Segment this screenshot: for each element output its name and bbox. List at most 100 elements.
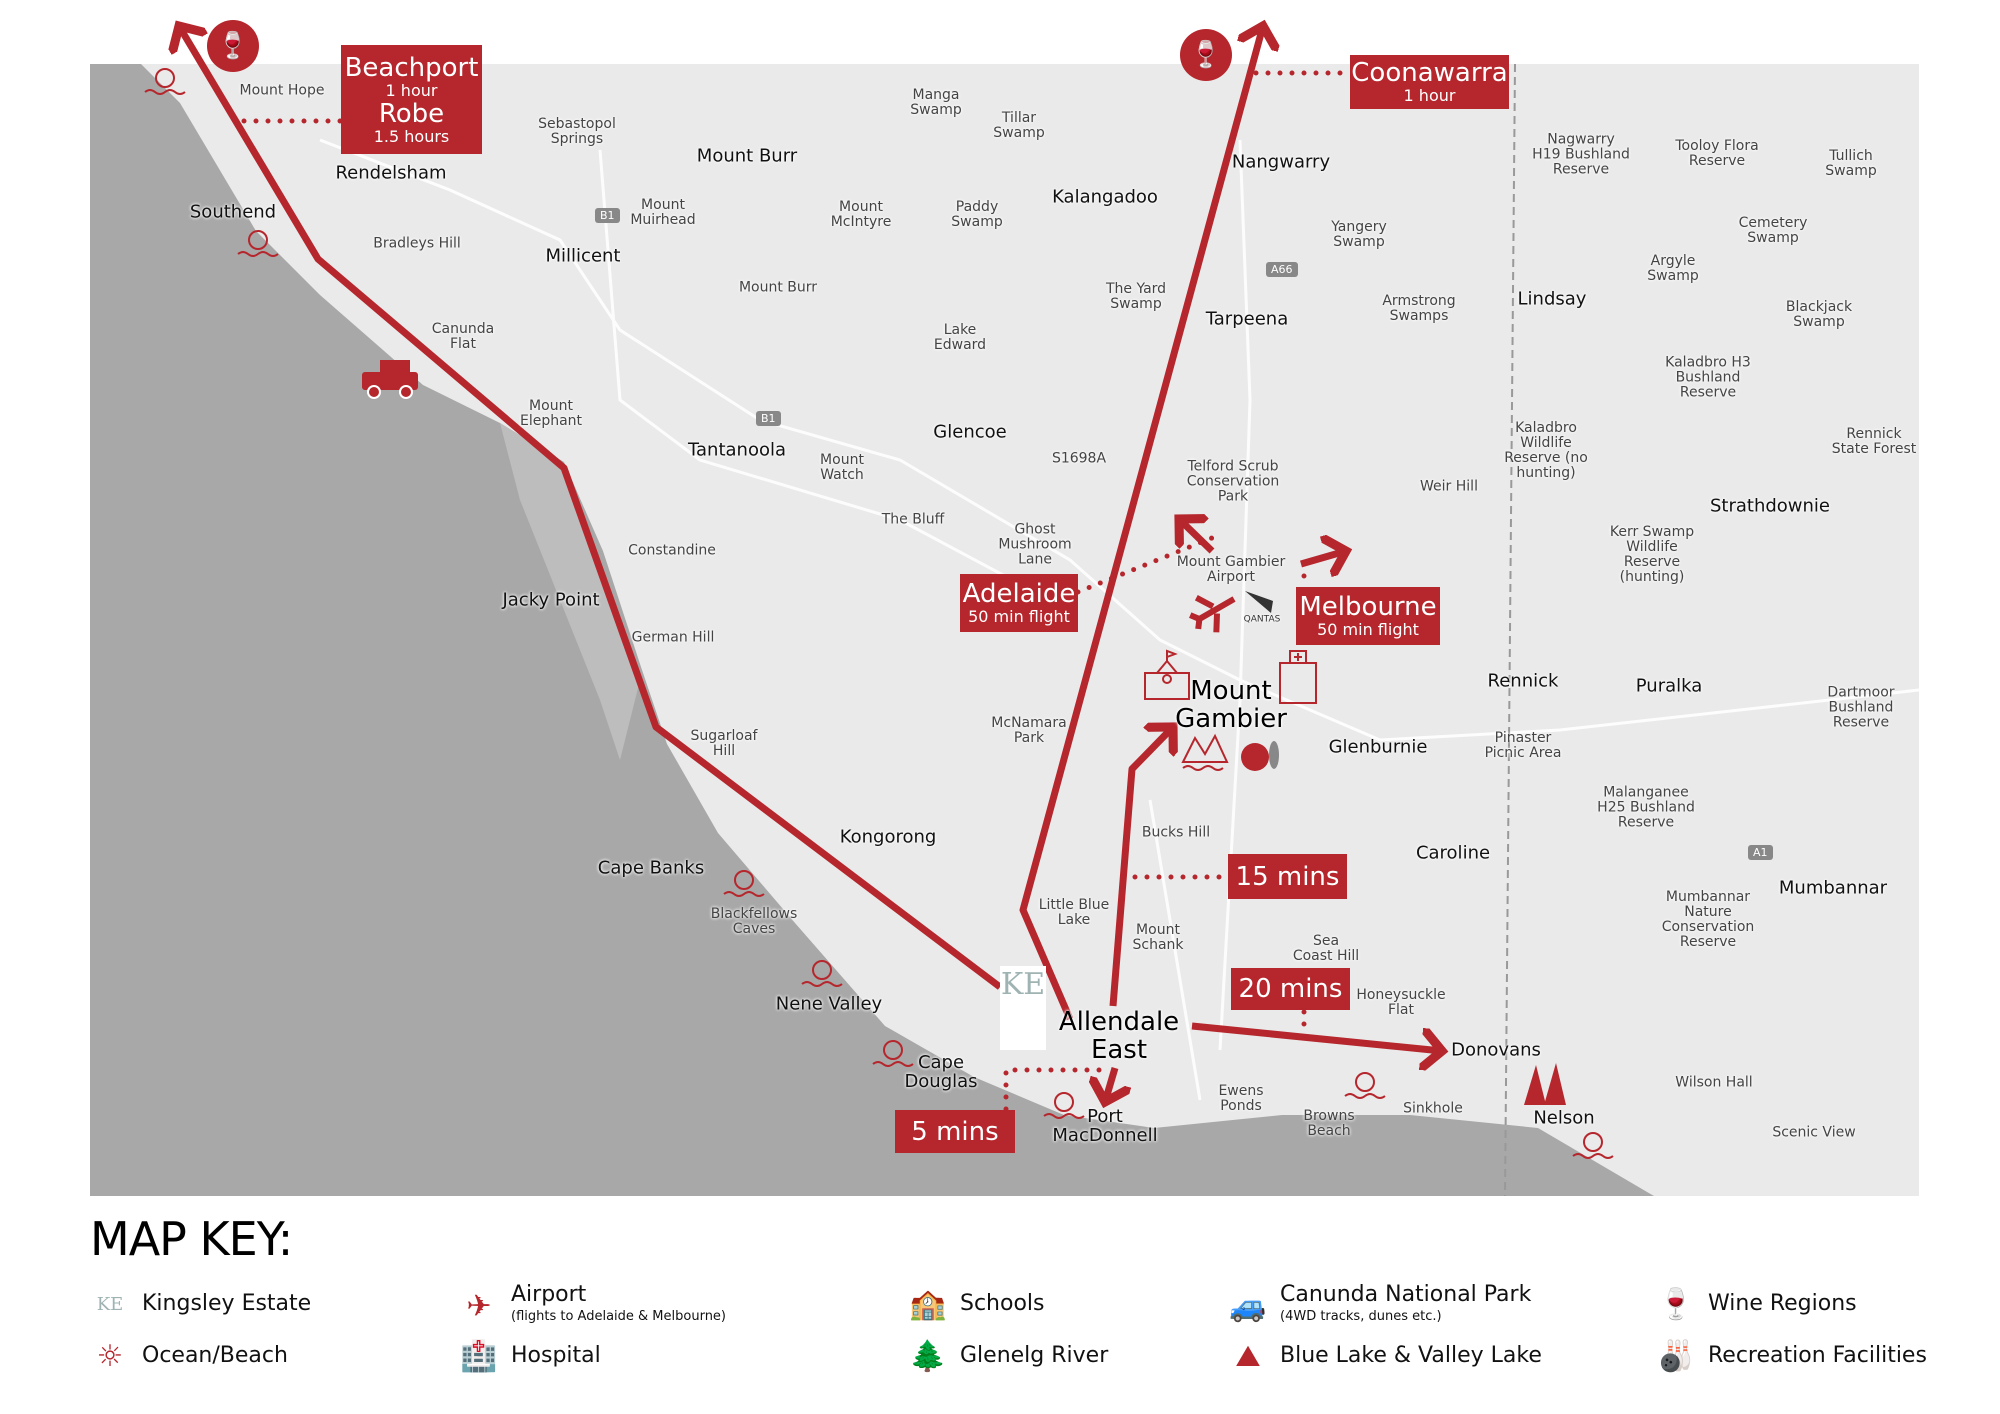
kingsley-estate-logo: KE bbox=[96, 1293, 124, 1315]
place-label: Little Blue Lake bbox=[1038, 897, 1110, 928]
place-label: Constandine bbox=[628, 542, 716, 559]
place-label: Sea Coast Hill bbox=[1292, 933, 1360, 964]
callout-title: 15 mins bbox=[1235, 861, 1340, 892]
key-item: 🏫 Schools bbox=[908, 1284, 1045, 1324]
callout-15-mins: 15 mins bbox=[1228, 854, 1347, 899]
callout-title: Robe bbox=[378, 98, 445, 129]
place-label: Browns Beach bbox=[1303, 1108, 1355, 1139]
key-label-wrap: Hospital bbox=[511, 1345, 601, 1367]
place-label: Cemetery Swamp bbox=[1738, 215, 1808, 246]
key-label: Canunda National Park bbox=[1280, 1282, 1532, 1307]
callout-title: Melbourne bbox=[1299, 592, 1437, 622]
key-label: Recreation Facilities bbox=[1708, 1343, 1927, 1368]
place-label: Millicent bbox=[545, 245, 621, 267]
key-sublabel: (flights to Adelaide & Melbourne) bbox=[511, 1309, 727, 1324]
school-icon: 🏫 bbox=[909, 1286, 947, 1322]
callout-5-mins: 5 mins bbox=[895, 1110, 1015, 1153]
place-label: Caroline bbox=[1415, 842, 1491, 864]
place-label: Tooloy Flora Reserve bbox=[1675, 138, 1759, 169]
place-label: Mount Gambier bbox=[1175, 676, 1287, 734]
place-label: Tullich Swamp bbox=[1825, 148, 1877, 179]
place-label: Sinkhole bbox=[1403, 1100, 1463, 1117]
key-label-wrap: Kingsley Estate bbox=[142, 1293, 311, 1315]
callout-20-mins: 20 mins bbox=[1231, 968, 1350, 1010]
map-key-title: MAP KEY: bbox=[90, 1212, 293, 1266]
place-label: Rendelsham bbox=[335, 162, 447, 184]
callout-title: Beachport bbox=[344, 52, 479, 83]
callout-sub: 50 min flight bbox=[968, 607, 1070, 626]
key-item: 🌲Glenelg River bbox=[908, 1336, 1108, 1376]
place-label: Mumbannar bbox=[1778, 877, 1888, 899]
callout-sub: 1 hour bbox=[385, 80, 438, 100]
place-label: Mount Watch bbox=[820, 452, 864, 483]
highway-shield: B1 bbox=[756, 411, 781, 426]
place-label: Bucks Hill bbox=[1141, 824, 1211, 841]
highway-shield: A1 bbox=[1748, 845, 1773, 860]
kingsley-estate-logo: KE bbox=[1000, 966, 1046, 1050]
place-label: Nene Valley bbox=[775, 993, 883, 1015]
key-label-wrap: Canunda National Park (4WD tracks, dunes … bbox=[1280, 1284, 1531, 1328]
key-label: Ocean/Beach bbox=[142, 1343, 288, 1368]
place-label: Wilson Hall bbox=[1675, 1074, 1753, 1091]
place-label: Nelson bbox=[1533, 1107, 1595, 1129]
place-label: Ghost Mushroom Lane bbox=[998, 521, 1072, 568]
place-label: Jacky Point bbox=[502, 589, 600, 611]
place-label: Mount McIntyre bbox=[830, 199, 892, 230]
key-sublabel: (4WD tracks, dunes etc.) bbox=[1280, 1309, 1442, 1324]
key-item: 🍷 Wine Regions bbox=[1656, 1284, 1857, 1324]
key-item: ⛰Blue Lake & Valley Lake bbox=[1228, 1336, 1542, 1376]
place-label: Kaladbro Wildlife Reserve (no hunting) bbox=[1504, 420, 1588, 481]
key-label: Wine Regions bbox=[1708, 1291, 1857, 1316]
key-label-wrap: Schools bbox=[960, 1293, 1045, 1315]
place-label: Weir Hill bbox=[1420, 478, 1478, 495]
wine-icon: 🍷 bbox=[1657, 1286, 1695, 1322]
key-label: Airport bbox=[511, 1282, 587, 1307]
place-label: The Yard Swamp bbox=[1105, 281, 1167, 312]
callout-beachport-robe: Beachport 1 hour Robe 1.5 hours bbox=[341, 45, 482, 154]
place-label: Tantanoola bbox=[687, 439, 787, 461]
place-label: Scenic View bbox=[1772, 1124, 1856, 1141]
key-label-wrap: Ocean/Beach bbox=[142, 1345, 288, 1367]
key-label-wrap: Airport (flights to Adelaide & Melbourne) bbox=[511, 1284, 726, 1328]
place-label: Port MacDonnell bbox=[1052, 1106, 1158, 1146]
callout-title: Coonawarra bbox=[1351, 58, 1508, 88]
key-item: KE Kingsley Estate bbox=[90, 1284, 312, 1324]
place-label: Tarpeena bbox=[1205, 308, 1289, 330]
callout-title: 20 mins bbox=[1238, 974, 1343, 1004]
key-item: 🚙 Canunda National Park (4WD tracks, dunes… bbox=[1228, 1284, 1531, 1328]
callout-sub: 1.5 hours bbox=[373, 126, 450, 146]
place-label: Kongorong bbox=[839, 826, 937, 848]
place-label: Canunda Flat bbox=[431, 321, 495, 352]
place-label: Cape Banks bbox=[597, 857, 705, 879]
place-label: Nagwarry H19 Bushland Reserve bbox=[1532, 131, 1630, 178]
key-label-wrap: Blue Lake & Valley Lake bbox=[1280, 1345, 1542, 1367]
key-label-wrap: Glenelg River bbox=[960, 1345, 1108, 1367]
place-label: Kaladbro H3 Bushland Reserve bbox=[1665, 354, 1751, 401]
key-label: Hospital bbox=[511, 1343, 601, 1368]
place-label: Mount Hope bbox=[239, 82, 325, 99]
place-label: Mount Burr bbox=[738, 279, 818, 296]
4wd-car-icon: 🚙 bbox=[1229, 1288, 1267, 1324]
place-label: Southend bbox=[189, 201, 277, 223]
callout-title: Adelaide bbox=[962, 579, 1076, 609]
place-label: Mount Gambier Airport bbox=[1176, 554, 1286, 585]
place-label: Glenburnie bbox=[1328, 736, 1428, 758]
place-label: Allendale East bbox=[1058, 1007, 1180, 1065]
place-label: S1698A bbox=[1051, 450, 1107, 467]
place-label: Kerr Swamp Wildlife Reserve (hunting) bbox=[1609, 524, 1695, 585]
callout-coonawarra: Coonawarra 1 hour bbox=[1350, 55, 1509, 109]
place-label: Nangwarry bbox=[1231, 151, 1331, 173]
place-label: Tillar Swamp bbox=[993, 110, 1045, 141]
place-label: Blackjack Swamp bbox=[1785, 299, 1853, 330]
key-item: ✈Airport(flights to Adelaide & Melbourne… bbox=[459, 1284, 726, 1328]
key-label: Schools bbox=[960, 1291, 1045, 1316]
key-label: Glenelg River bbox=[960, 1343, 1109, 1368]
place-label: Mount Burr bbox=[696, 145, 798, 167]
place-label: Manga Swamp bbox=[910, 87, 962, 118]
airline-logo-text: QANTAS bbox=[1243, 614, 1281, 625]
place-label: Malanganee H25 Bushland Reserve bbox=[1597, 784, 1695, 831]
place-label: Yangery Swamp bbox=[1331, 219, 1387, 250]
callout-melbourne: Melbourne 50 min flight bbox=[1296, 587, 1440, 645]
callout-adelaide: Adelaide 50 min flight bbox=[960, 574, 1078, 632]
place-label: Sebastopol Springs bbox=[538, 116, 616, 147]
